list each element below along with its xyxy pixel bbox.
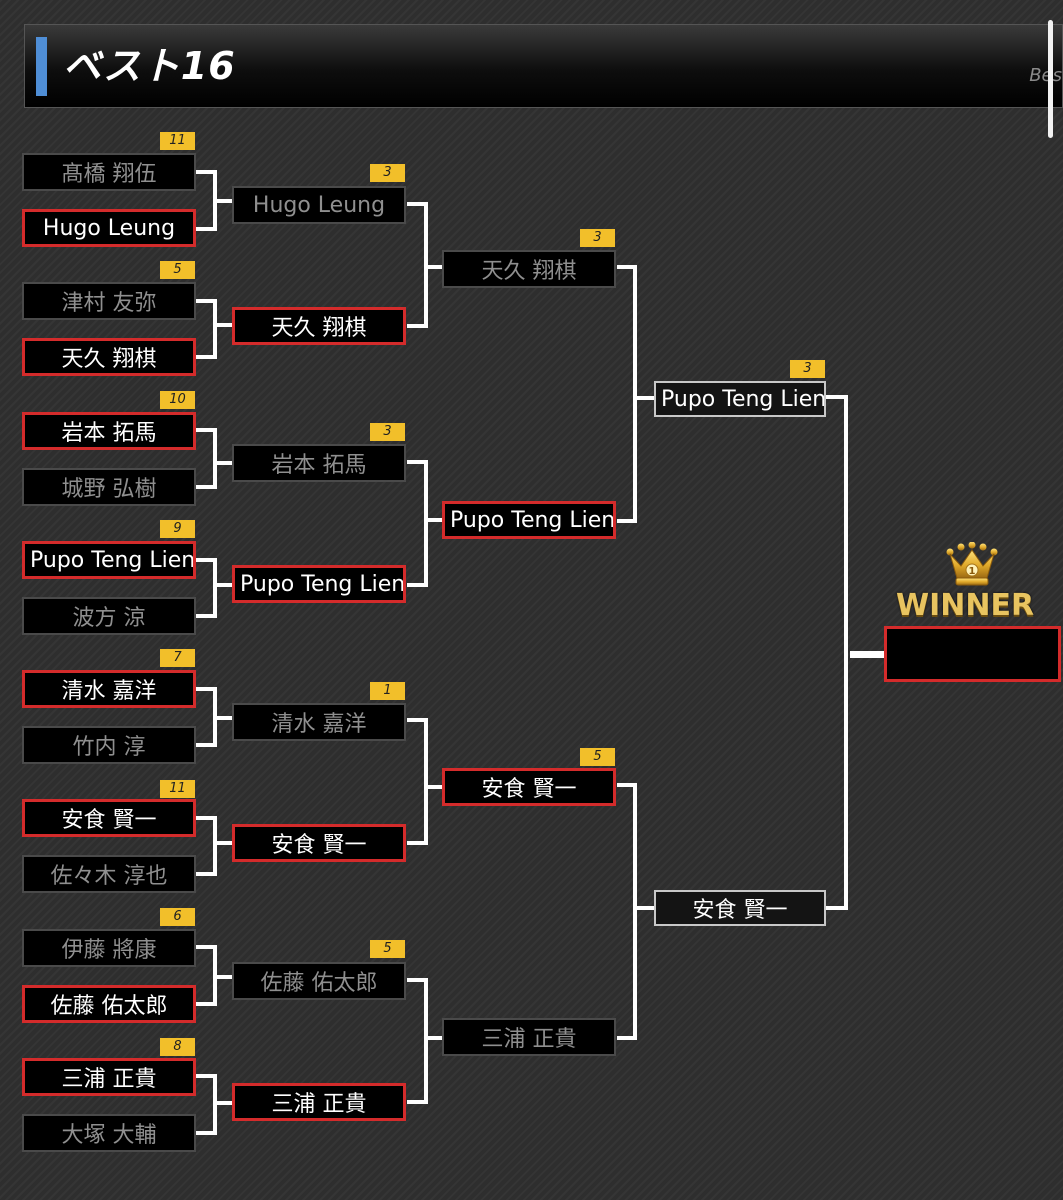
r2-player-7[interactable]: 佐藤 佑太郎 xyxy=(232,962,406,1000)
page-title: ベスト16 xyxy=(63,44,236,88)
r1-score-badge-1: 11 xyxy=(160,132,195,150)
r3-score-badge-1: 3 xyxy=(580,229,615,247)
r1-player-5[interactable]: 岩本 拓馬 xyxy=(22,412,196,450)
final-score-badge-1: 3 xyxy=(790,360,825,378)
r1-player-2[interactable]: Hugo Leung xyxy=(22,209,196,247)
winner-name-box[interactable] xyxy=(884,626,1061,682)
r1-player-14[interactable]: 佐藤 佑太郎 xyxy=(22,985,196,1023)
r2-player-4[interactable]: Pupo Teng Lien xyxy=(232,565,406,603)
r1-score-badge-5: 10 xyxy=(160,391,195,409)
r3-player-1[interactable]: 天久 翔棋 xyxy=(442,250,616,288)
r2-score-badge-7: 5 xyxy=(370,940,405,958)
final-player-2[interactable]: 安食 賢一 xyxy=(654,890,826,926)
r1-player-1[interactable]: 髙橋 翔伍 xyxy=(22,153,196,191)
r1-player-3[interactable]: 津村 友弥 xyxy=(22,282,196,320)
r1-player-11[interactable]: 安食 賢一 xyxy=(22,799,196,837)
winner-section: 1 WINNER xyxy=(884,538,1062,683)
r3-player-4[interactable]: 三浦 正貴 xyxy=(442,1018,616,1056)
r1-score-badge-7: 9 xyxy=(160,520,195,538)
page-subtitle: Bes xyxy=(1029,65,1062,86)
r2-score-badge-1: 3 xyxy=(370,164,405,182)
r1-score-badge-9: 7 xyxy=(160,649,195,667)
r3-player-3[interactable]: 安食 賢一 xyxy=(442,768,616,806)
winner-label: WINNER xyxy=(896,588,1035,623)
r1-player-9[interactable]: 清水 嘉洋 xyxy=(22,670,196,708)
page-header: ベスト16 Bes xyxy=(24,24,1063,108)
r2-score-badge-3: 3 xyxy=(370,423,405,441)
r1-player-16[interactable]: 大塚 大輔 xyxy=(22,1114,196,1152)
r1-player-8[interactable]: 波方 涼 xyxy=(22,597,196,635)
r2-player-8[interactable]: 三浦 正貴 xyxy=(232,1083,406,1121)
r1-player-4[interactable]: 天久 翔棋 xyxy=(22,338,196,376)
r1-player-12[interactable]: 佐々木 淳也 xyxy=(22,855,196,893)
r3-score-badge-3: 5 xyxy=(580,748,615,766)
r2-score-badge-5: 1 xyxy=(370,682,405,700)
r1-score-badge-13: 6 xyxy=(160,908,195,926)
r1-score-badge-3: 5 xyxy=(160,261,195,279)
r1-player-13[interactable]: 伊藤 將康 xyxy=(22,929,196,967)
r2-player-1[interactable]: Hugo Leung xyxy=(232,186,406,224)
r2-player-2[interactable]: 天久 翔棋 xyxy=(232,307,406,345)
r1-player-15[interactable]: 三浦 正貴 xyxy=(22,1058,196,1096)
final-player-1[interactable]: Pupo Teng Lien xyxy=(654,381,826,417)
svg-text:1: 1 xyxy=(969,566,976,577)
crown-icon: 1 xyxy=(946,541,998,592)
r1-score-badge-11: 11 xyxy=(160,780,195,798)
header-accent-bar xyxy=(36,37,47,96)
r1-score-badge-15: 8 xyxy=(160,1038,195,1056)
r2-player-5[interactable]: 清水 嘉洋 xyxy=(232,703,406,741)
r1-player-7[interactable]: Pupo Teng Lien xyxy=(22,541,196,579)
r1-player-6[interactable]: 城野 弘樹 xyxy=(22,468,196,506)
r3-player-2[interactable]: Pupo Teng Lien xyxy=(442,501,616,539)
scrollbar[interactable] xyxy=(1048,20,1053,138)
r1-player-10[interactable]: 竹内 淳 xyxy=(22,726,196,764)
r2-player-6[interactable]: 安食 賢一 xyxy=(232,824,406,862)
r2-player-3[interactable]: 岩本 拓馬 xyxy=(232,444,406,482)
